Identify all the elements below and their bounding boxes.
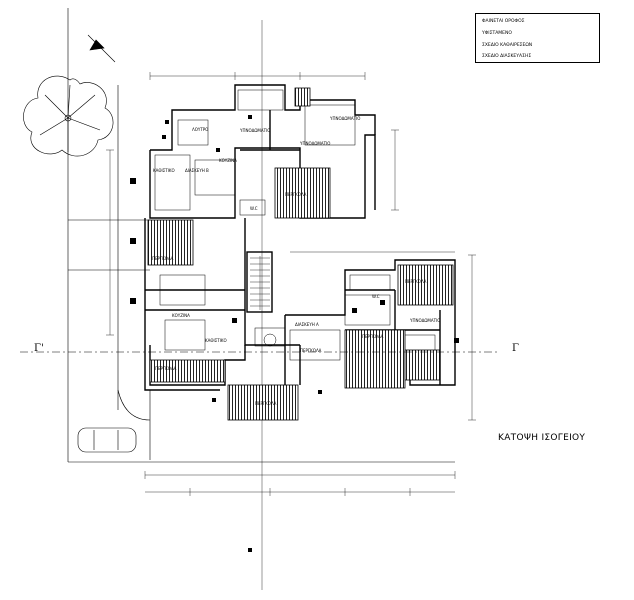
furniture xyxy=(130,115,459,552)
dimension-lines xyxy=(106,20,476,590)
legend-item: ΣΧΕΔΙΟ ΚΑΘΑΙΡΕΣΕΩΝ xyxy=(482,43,533,48)
room-label: ΛΟΥΤΡΟ xyxy=(192,127,208,132)
pergolas xyxy=(147,87,454,421)
legend-box: ΦΑΙΝΕΤΑΙ ΟΡΟΦΟΣ ΥΦΙΣΤΑΜΕΝΟ ΣΧΕΔΙΟ ΚΑΘΑΙΡ… xyxy=(475,13,600,63)
room-label: ΠΕΡΓΚΟΛΑ xyxy=(152,256,174,261)
room-label: ΥΠΝΟΔΩΜΑΤΙΟ xyxy=(409,318,440,323)
interior-lines xyxy=(154,89,436,361)
room-label: W.C xyxy=(250,206,258,211)
plot-boundary xyxy=(67,8,455,463)
room-label: ΔΙΑΣΚΕΥΗ Α xyxy=(295,322,319,327)
legend-item: ΦΑΙΝΕΤΑΙ ΟΡΟΦΟΣ xyxy=(482,19,525,24)
room-label: ΥΠΝΟΔΩΜΑΤΙΟ xyxy=(299,141,330,146)
room-label: ΚΟΥΖΙΝΑ xyxy=(219,158,237,163)
room-labels: ΥΠΝΟΔΩΜΑΤΙΟ ΥΠΝΟΔΩΜΑΤΙΟ ΛΟΥΤΡΟ ΚΟΥΖΙΝΑ Κ… xyxy=(152,116,440,406)
tree-symbol xyxy=(23,75,114,157)
section-marker-right: Γ xyxy=(512,343,519,354)
legend-item: ΥΦΙΣΤΑΜΕΝΟ xyxy=(482,31,512,36)
room-label: W.C xyxy=(372,294,380,299)
legend-item: ΣΧΕΔΙΟ ΔΙΑΣΚΕΥΑΣΗΣ xyxy=(482,54,532,59)
room-label: ΥΠΝΟΔΩΜΑΤΙΟ xyxy=(239,128,270,133)
room-label: ΠΕΡΓΚΟΛΑ xyxy=(255,401,277,406)
room-label: ΠΕΡΓΚΟΛΑ xyxy=(362,334,384,339)
room-label: ΠΕΡΓΚΟΛΑ xyxy=(300,348,322,353)
room-label: ΠΕΡΓΚΟΛΑ xyxy=(285,192,307,197)
room-label: ΚΑΘΙΣΤΙΚΟ xyxy=(153,168,175,173)
drawing-title: ΚΑΤΟΨΗ ΙΣΟΓΕΙΟΥ xyxy=(498,433,586,443)
north-arrow-icon xyxy=(87,34,116,63)
room-label: ΠΕΡΓΚΟΛΑ xyxy=(405,279,427,284)
section-marker-left: Γ' xyxy=(34,343,44,354)
car-symbol xyxy=(77,427,137,453)
room-label: ΚΑΘΙΣΤΙΚΟ xyxy=(205,338,227,343)
room-label: ΚΟΥΖΙΝΑ xyxy=(172,313,190,318)
room-label: ΠΕΡΓΚΟΛΑ xyxy=(155,366,177,371)
room-label: ΥΠΝΟΔΩΜΑΤΙΟ xyxy=(329,116,360,121)
staircase xyxy=(250,256,270,310)
room-label: ΔΙΑΣΚΕΥΗ Β xyxy=(185,168,209,173)
